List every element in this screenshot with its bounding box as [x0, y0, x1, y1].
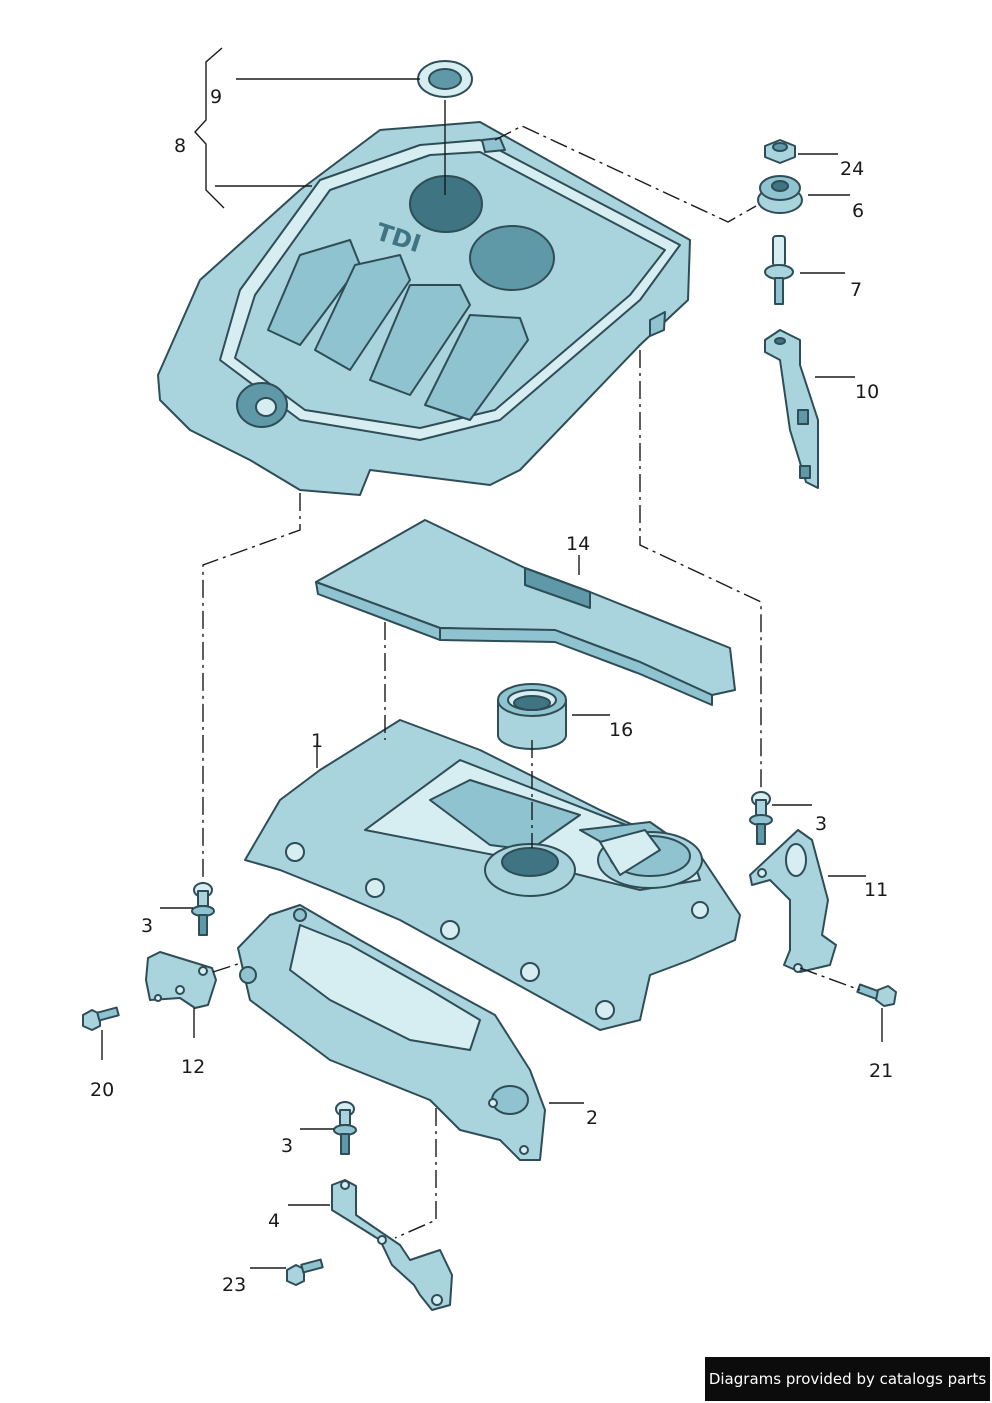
callout-labels: 9 8 24 6 7 10 14 16 1 3 11 3 12 20 21 2 …	[90, 86, 893, 1296]
nut-24	[764, 139, 796, 164]
bracket-12	[145, 951, 217, 1009]
callout-3-left: 3	[141, 915, 153, 937]
screw-21	[856, 983, 897, 1007]
callout-12: 12	[181, 1056, 205, 1078]
grommet-6	[757, 175, 803, 214]
engine-cover: TDI	[157, 121, 691, 496]
bracket-11	[749, 829, 837, 973]
callout-11: 11	[864, 879, 888, 901]
callout-14: 14	[566, 533, 590, 555]
callout-1: 1	[311, 730, 323, 752]
exhaust-manifold-2	[237, 904, 546, 1161]
callout-3-bottom: 3	[281, 1135, 293, 1157]
callout-21: 21	[869, 1060, 893, 1082]
bracket-4	[331, 1179, 453, 1311]
callout-10: 10	[855, 381, 879, 403]
leader-lines	[101, 47, 883, 1269]
callout-3-right: 3	[815, 813, 827, 835]
callout-16: 16	[609, 719, 633, 741]
callout-9: 9	[210, 86, 222, 108]
bracket-10	[764, 329, 819, 489]
dashed-assembly-lines	[202, 125, 861, 1239]
callout-24: 24	[840, 158, 864, 180]
screw-20	[82, 1006, 120, 1031]
stud-3-left	[191, 882, 215, 936]
stud-7	[764, 235, 794, 305]
attribution-footer: Diagrams provided by catalogs parts	[705, 1357, 990, 1401]
stud-3-bottom	[333, 1101, 357, 1155]
callout-7: 7	[850, 279, 862, 301]
callout-8: 8	[174, 135, 186, 157]
insulation-mat-14	[315, 519, 736, 706]
callout-20: 20	[90, 1079, 114, 1101]
callout-23: 23	[222, 1274, 246, 1296]
stud-3-right	[749, 791, 773, 845]
callout-2: 2	[586, 1107, 598, 1129]
screw-23	[286, 1258, 324, 1286]
callout-4: 4	[268, 1210, 280, 1232]
cover-emblem	[417, 60, 473, 98]
callout-6: 6	[852, 200, 864, 222]
seal-ring-16	[497, 683, 567, 750]
